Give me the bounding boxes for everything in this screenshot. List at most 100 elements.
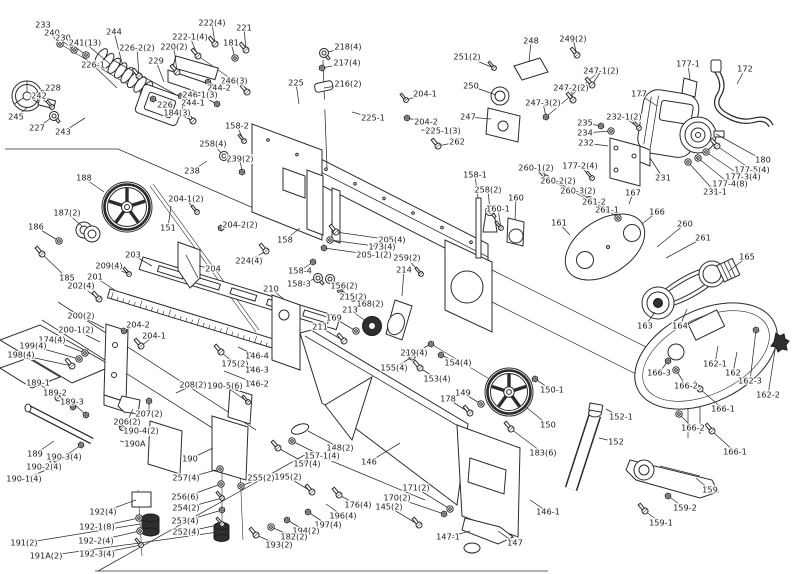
leader-line xyxy=(641,211,658,225)
fastener-screw-icon xyxy=(45,99,55,110)
upper-band-wheel xyxy=(101,181,153,233)
part-label: 251(2) xyxy=(453,52,480,62)
part-label: 213 xyxy=(342,305,358,315)
leader-line xyxy=(510,428,544,454)
part-label: 203 xyxy=(125,250,141,260)
fastener-washer-icon xyxy=(352,327,360,335)
part-label: 162-1 xyxy=(703,359,727,369)
fastener-knob-icon xyxy=(219,151,231,164)
fastener-bolt-icon xyxy=(331,486,343,499)
leader-line xyxy=(420,129,444,132)
part-label: 189 xyxy=(27,449,43,459)
part-label: 246-1(3) xyxy=(182,90,217,100)
leader-line xyxy=(295,82,300,105)
leader-line xyxy=(42,24,61,45)
part-label: 159 xyxy=(702,485,718,495)
part-label: 167 xyxy=(625,188,641,198)
fastener-bolt-icon xyxy=(248,526,260,539)
fastener-bolt-icon xyxy=(692,380,704,393)
fastener-nut-icon xyxy=(309,258,317,266)
part-label: 261-2 xyxy=(582,197,606,207)
belt-guard xyxy=(634,302,790,410)
part-label: 198(4) xyxy=(7,350,34,360)
part-label: 158 xyxy=(277,235,293,245)
leader-line xyxy=(667,495,686,509)
fastener-washer-icon xyxy=(446,505,454,513)
part-label: 175(2) xyxy=(221,359,248,369)
part-label: 197(4) xyxy=(314,520,341,530)
part-label: 196(4) xyxy=(329,511,356,521)
leader-line xyxy=(497,208,502,229)
leader-line xyxy=(35,226,60,242)
leader-line xyxy=(20,354,73,367)
part-label: 166-1 xyxy=(711,404,735,414)
part-label: 191(2) xyxy=(10,538,37,548)
part-label: 199(4) xyxy=(19,341,46,351)
fastener-screw-icon xyxy=(122,266,132,277)
fastener-nut-icon xyxy=(218,506,226,514)
guide-bracket xyxy=(177,241,301,371)
fastener-bolt-icon xyxy=(258,242,270,255)
part-label: 174(4) xyxy=(38,335,65,345)
part-label: 155(4) xyxy=(380,363,407,373)
stop-rod-group xyxy=(24,387,253,542)
leader-line xyxy=(237,346,258,357)
motor-mount-bracket xyxy=(609,137,651,187)
part-label: 177-5(4) xyxy=(734,165,769,175)
part-label: 146-2 xyxy=(245,379,269,389)
fastener-bolt-icon xyxy=(131,67,143,80)
fastener-washer-icon xyxy=(614,214,622,222)
part-label: 147 xyxy=(507,538,523,548)
part-label: 232 xyxy=(578,138,594,148)
part-label: 247-3(2) xyxy=(525,98,560,108)
leader-line xyxy=(185,468,221,479)
part-label: 190-5(6) xyxy=(207,381,242,391)
leader-line xyxy=(34,87,54,94)
fastener-nut-icon xyxy=(403,114,411,122)
fastener-washer-icon xyxy=(56,40,64,48)
leader-line xyxy=(113,31,123,64)
leader-line xyxy=(191,160,208,172)
part-label: 190-3(4) xyxy=(46,452,81,462)
fastener-nut-icon xyxy=(69,403,77,411)
part-label: 227 xyxy=(29,123,45,133)
part-label: 204-2 xyxy=(126,320,150,330)
fastener-screw-icon xyxy=(115,420,125,431)
leader-line xyxy=(121,427,142,432)
part-label: 256(6) xyxy=(171,492,198,502)
leader-line xyxy=(307,430,341,449)
fastener-washer-icon xyxy=(565,186,573,194)
leader-line xyxy=(736,68,746,85)
fastener-washer-icon xyxy=(672,366,680,374)
part-label: 146-3 xyxy=(245,365,269,375)
part-label: 231-1 xyxy=(703,187,727,197)
leader-line xyxy=(220,224,241,229)
leader-line xyxy=(277,447,308,465)
leader-line xyxy=(284,227,301,241)
part-label: 177-4(8) xyxy=(712,179,747,189)
fastener-nut-icon xyxy=(304,508,312,516)
leader-line xyxy=(184,483,222,498)
fastener-nut-icon xyxy=(238,168,246,176)
leader-line xyxy=(393,356,413,369)
part-label: 240 xyxy=(44,28,60,38)
fastener-nut-icon xyxy=(664,357,672,365)
fastener-bolt-icon xyxy=(133,337,145,350)
part-label: 249(2) xyxy=(559,34,586,44)
leader-line xyxy=(401,269,405,297)
part-label: 220(2) xyxy=(160,42,187,52)
part-label: 146 xyxy=(361,457,377,467)
part-label: 177-1 xyxy=(676,59,700,69)
part-label: 192-3(4) xyxy=(79,549,114,559)
leader-line xyxy=(307,511,329,526)
leader-line xyxy=(323,83,349,89)
fastener-knob-icon xyxy=(319,48,331,61)
part-label: 184(3) xyxy=(163,108,190,118)
part-label: 147-1 xyxy=(436,532,460,542)
leader-line xyxy=(415,487,451,510)
part-label: 242 xyxy=(31,91,47,101)
leader-line xyxy=(66,212,84,228)
part-label: 163 xyxy=(637,321,653,331)
fastener-bolt-icon xyxy=(213,343,225,356)
